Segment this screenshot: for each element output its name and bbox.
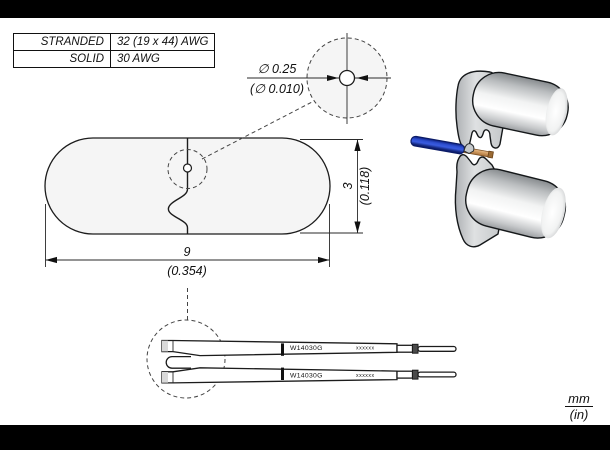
upper-barrel-cap — [545, 88, 568, 136]
neck — [396, 344, 414, 353]
top-view-drawing: 9 (0.354) 3 (0.118) — [44, 101, 372, 278]
contact-pin — [417, 345, 457, 352]
arrow-left — [45, 256, 57, 264]
units-legend: mm (in) — [558, 391, 600, 422]
copper-tip-band — [487, 150, 494, 159]
row-label: SOLID — [13, 50, 111, 68]
row-value: 30 AWG — [109, 50, 216, 68]
table-row: SOLID 30 AWG — [13, 50, 216, 68]
collar — [412, 343, 419, 354]
serial-number: xxxxxx — [356, 373, 375, 379]
collar — [412, 369, 419, 380]
cartridge-upper: W14030G xxxxxx — [161, 339, 457, 357]
lower-barrel-cap — [541, 187, 566, 239]
cartridge-lower: W14030G xxxxxx — [161, 367, 457, 384]
wire-hole — [182, 163, 193, 173]
tip-shade — [162, 372, 168, 383]
hole-diameter-mm: ∅ 0.25 — [258, 62, 297, 76]
wire-gauge-table: STRANDED 32 (19 x 44) AWG SOLID 30 AWG — [13, 33, 216, 68]
arrow-to-hole-right — [356, 75, 368, 81]
part-number: W14030G — [290, 373, 323, 380]
serial-number: xxxxxx — [356, 345, 375, 351]
wire-insulation — [410, 135, 465, 155]
width-dimension: 9 (0.354) — [45, 204, 330, 278]
arrow-up — [354, 139, 361, 151]
row-value: 32 (19 x 44) AWG — [109, 33, 216, 51]
tip-callout-ring — [146, 319, 226, 399]
upper-tool-barrel — [471, 71, 569, 137]
detail-view: ∅ 0.25 (∅ 0.010) — [247, 33, 391, 124]
wire — [410, 135, 494, 159]
marking-band — [281, 343, 284, 356]
detail-callout-ring — [167, 149, 208, 189]
height-in: (0.118) — [358, 167, 372, 206]
units-imperial: (in) — [569, 407, 589, 422]
detail-hole — [338, 69, 356, 87]
cartridge-body — [161, 339, 398, 357]
height-mm: 3 — [341, 182, 355, 189]
row-label: STRANDED — [13, 33, 111, 51]
tip-shade — [162, 340, 168, 352]
table-row: STRANDED 32 (19 x 44) AWG — [13, 33, 216, 51]
width-mm: 9 — [184, 245, 191, 259]
blade-grip-tab — [463, 143, 475, 154]
units-metric: mm — [565, 391, 593, 407]
marking-band — [281, 367, 284, 380]
width-in: (0.354) — [167, 264, 207, 278]
neck — [396, 370, 414, 379]
center-split-line — [167, 138, 189, 234]
contact-pin — [417, 371, 457, 378]
product-render — [410, 70, 569, 248]
arrow-right — [318, 256, 330, 264]
part-number: W14030G — [290, 345, 323, 352]
side-view: W14030G xxxxxx W14030G xxxxxx — [146, 288, 457, 399]
arrow-to-hole-left — [327, 75, 339, 81]
cartridge-body — [161, 367, 398, 384]
hole-diameter-in: (∅ 0.010) — [250, 82, 304, 96]
arrow-down — [354, 221, 361, 233]
stripping-groove — [165, 355, 191, 369]
height-dimension: 3 (0.118) — [300, 139, 372, 234]
